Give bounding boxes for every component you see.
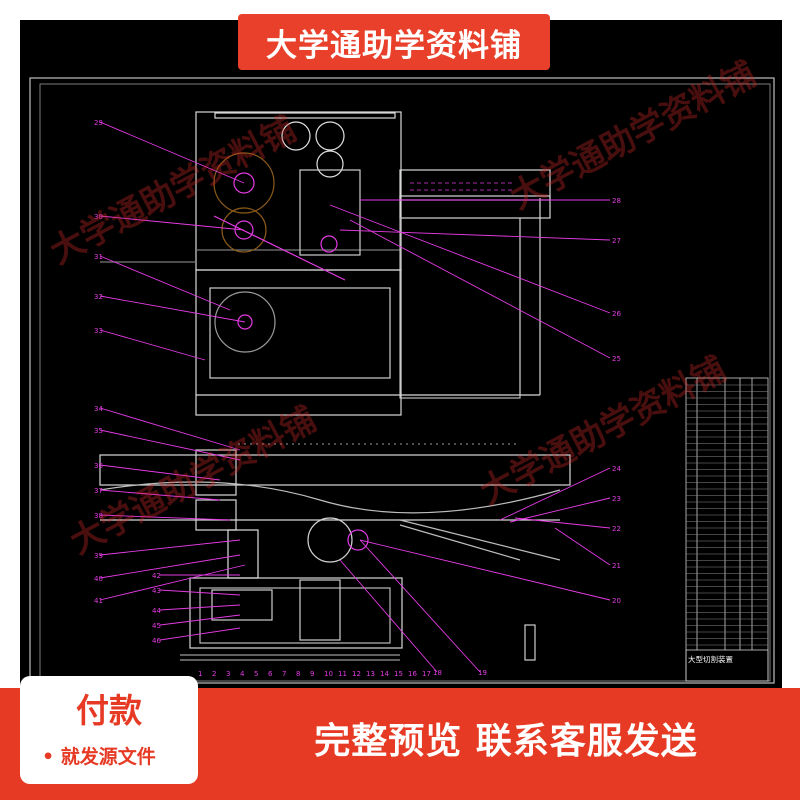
leader-label-3: 3 [226,670,230,678]
leader-label-23: 23 [612,495,621,503]
lower-gearbox [180,517,536,661]
leader-label-6: 6 [268,670,273,678]
leader-label-42: 42 [152,572,161,580]
leader-label-14: 14 [380,670,389,678]
leader-lines [99,121,611,673]
leader-label-40: 40 [94,575,103,583]
outer-frame [29,77,775,684]
leader-label-25: 25 [612,355,621,363]
leader-label-39: 39 [94,552,103,560]
leader-label-21: 21 [612,562,621,570]
shop-banner: 大学通助学资料铺 [238,14,550,70]
leader-label-4: 4 [240,670,245,678]
leader-label-16: 16 [408,670,417,678]
leader-label-9: 9 [310,670,314,678]
leader-label-17: 17 [422,670,431,678]
leader-label-46: 46 [152,637,161,645]
leader-label-38: 38 [94,512,103,520]
middle-conveyor [99,449,571,561]
leader-label-36: 36 [94,462,103,470]
leader-label-13: 13 [366,670,375,678]
leader-label-44: 44 [152,607,161,615]
parts-list-rows [686,384,768,646]
leader-label-22: 22 [612,525,621,533]
leader-label-24: 24 [612,465,621,473]
leader-label-7: 7 [282,670,286,678]
leader-label-5: 5 [254,670,258,678]
rollers-upper [213,121,361,353]
leader-label-19: 19 [478,669,487,677]
leader-label-28: 28 [612,197,621,205]
pay-button[interactable]: 付款 • 就发源文件 [20,676,198,784]
contact-cta: 完整预览 联系客服发送 [314,721,698,762]
leader-label-34: 34 [94,405,103,413]
leader-label-33: 33 [94,327,103,335]
leader-label-15: 15 [394,670,403,678]
pay-subtitle: • 就发源文件 [42,746,156,768]
leader-label-37: 37 [94,487,103,495]
leader-label-2: 2 [212,670,216,678]
leader-label-45: 45 [152,622,161,630]
leader-label-10: 10 [324,670,333,678]
leader-label-20: 20 [612,597,621,605]
leader-label-27: 27 [612,237,621,245]
leader-label-11: 11 [338,670,347,678]
pay-title: 付款 [76,691,142,730]
shop-title: 大学通助学资料铺 [266,27,522,64]
leader-label-32: 32 [94,293,103,301]
leader-labels: 2930313233343536373839404142434445462827… [94,119,621,678]
leader-label-41: 41 [94,597,103,605]
upper-assembly [100,111,551,416]
leader-label-29: 29 [94,119,103,127]
leader-label-1: 1 [198,670,202,678]
inner-frame [39,83,771,682]
leader-label-31: 31 [94,253,103,261]
leader-label-8: 8 [296,670,300,678]
leader-label-35: 35 [94,427,103,435]
leader-label-26: 26 [612,310,621,318]
parts-list [685,377,769,682]
leader-label-12: 12 [352,670,361,678]
leader-label-30: 30 [94,213,103,221]
leader-label-18: 18 [433,669,442,677]
leader-label-43: 43 [152,587,161,595]
title-block-name: 大型切割装置 [688,654,733,664]
